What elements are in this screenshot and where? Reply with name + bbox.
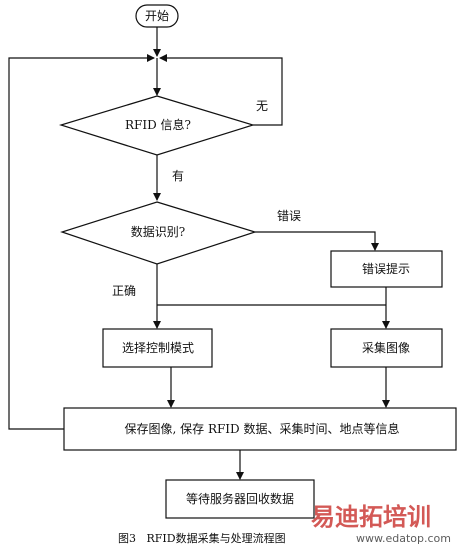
save-info-label: 保存图像, 保存 RFID 数据、采集时间、地点等信息 bbox=[125, 421, 400, 436]
select-mode-label: 选择控制模式 bbox=[122, 341, 194, 355]
start-node-label: 开始 bbox=[145, 9, 169, 23]
data-decision-label: 数据识别? bbox=[131, 224, 185, 239]
edge-label-error: 错误 bbox=[277, 209, 301, 223]
wait-server-label: 等待服务器回收数据 bbox=[186, 491, 294, 506]
watermark-brand: 易迪拓培训 bbox=[311, 503, 431, 531]
watermark-url: www.edatop.com bbox=[356, 532, 451, 545]
rfid-decision-label: RFID 信息? bbox=[125, 117, 191, 132]
edge-label-yes: 有 bbox=[172, 169, 184, 183]
error-prompt-node bbox=[330, 250, 443, 288]
edge-save-loop-back bbox=[8, 54, 155, 430]
capture-image-label: 采集图像 bbox=[362, 340, 410, 355]
error-prompt-label: 错误提示 bbox=[362, 261, 410, 276]
edge-rfid-no-loop bbox=[159, 54, 283, 126]
wait-server-node bbox=[165, 479, 315, 519]
watermark: 易迪拓培训 www.edatop.com bbox=[311, 503, 451, 545]
save-info-node bbox=[63, 407, 457, 451]
figure-caption: 图3 RFID数据采集与处理流程图 bbox=[118, 531, 286, 545]
edge-label-correct: 正确 bbox=[112, 284, 136, 298]
edge-label-no: 无 bbox=[256, 99, 268, 113]
select-mode-node bbox=[102, 328, 213, 368]
edge-data-error bbox=[255, 231, 379, 251]
capture-image-node bbox=[330, 328, 443, 368]
